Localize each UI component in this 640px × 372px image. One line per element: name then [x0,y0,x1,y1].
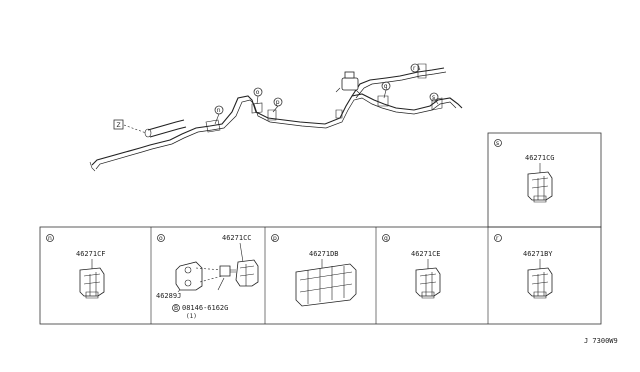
svg-text:(1): (1) [186,313,197,320]
panel-n: n 46271CF [46,234,106,299]
callout-s: s [429,92,439,105]
panel-s: s 46271CG [487,132,602,228]
svg-text:46271CF: 46271CF [76,250,106,258]
clip-part-46271CF [79,267,105,299]
svg-text:B: B [174,305,178,312]
clip-part-46271CC [235,259,259,287]
svg-text:46271CE: 46271CE [411,250,441,258]
panel-q: q 46271CE [382,234,441,299]
callout-o: o [253,87,263,105]
bracket-part-46289J [175,261,203,291]
svg-text:r: r [413,65,416,72]
label-z: Z [113,119,147,134]
callout-n: n [214,105,224,125]
panel-o: o 46271CC 46289J B 08146-6162G (1) [156,234,259,320]
svg-text:p: p [273,235,277,242]
clip-part-46271CG [527,171,553,203]
svg-text:o: o [256,89,260,96]
svg-text:46289J: 46289J [156,292,181,300]
svg-text:Z: Z [117,122,121,129]
main-tube-assembly [89,63,463,172]
svg-text:46271DB: 46271DB [309,250,339,258]
clip-part-46271DB [295,263,357,307]
callout-p: p [272,97,283,113]
callout-q: q [381,81,391,99]
svg-text:46271CG: 46271CG [525,154,555,162]
panel-p: p 46271DB [271,234,357,307]
svg-text:n: n [48,235,52,242]
svg-text:08146-6162G: 08146-6162G [182,304,228,312]
svg-text:p: p [276,99,280,106]
svg-text:46271CC: 46271CC [222,234,252,242]
svg-text:o: o [159,235,163,242]
svg-text:s: s [432,94,435,101]
svg-text:s: s [496,140,499,147]
callout-r: r [410,63,421,73]
svg-text:q: q [384,83,388,90]
clip-part-46271BY [527,267,553,299]
svg-text:q: q [384,235,388,242]
diagram-ref-code: J 7300W9 [584,337,618,345]
svg-text:r: r [496,235,499,242]
panel-r: r 46271BY [494,234,553,299]
bolt-part [219,265,236,277]
clip-part-46271CE [415,267,441,299]
bottom-panel-frame [39,226,602,325]
svg-text:46271BY: 46271BY [523,250,553,258]
svg-text:n: n [217,107,221,114]
